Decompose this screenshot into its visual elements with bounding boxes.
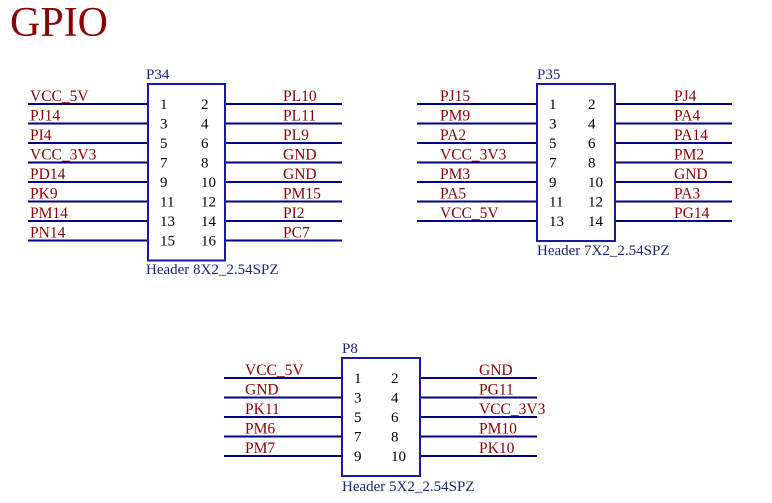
net-label-right: PA4 <box>674 108 700 125</box>
net-label-right: PC7 <box>283 225 310 242</box>
net-label-right: PL9 <box>283 127 309 144</box>
net-label-left: PK9 <box>30 186 58 203</box>
pin-number-right: 4 <box>201 117 209 133</box>
net-label-left: VCC_5V <box>440 205 499 222</box>
pin-number-right: 6 <box>588 136 596 152</box>
net-label-left: PJ15 <box>440 88 470 105</box>
net-label-right: PM2 <box>674 147 704 164</box>
pin-number-left: 5 <box>354 410 362 426</box>
net-label-left: PJ14 <box>30 108 60 125</box>
pin-number-right: 4 <box>588 117 596 133</box>
net-label-right: GND <box>479 362 513 379</box>
pin-number-right: 4 <box>391 391 399 407</box>
header-designator: P8 <box>342 341 358 357</box>
pin-number-left: 7 <box>354 430 362 446</box>
pin-number-left: 15 <box>160 234 175 250</box>
header-designator: P34 <box>146 67 170 83</box>
pin-number-right: 2 <box>391 371 399 387</box>
pin-number-left: 3 <box>160 117 168 133</box>
net-label-left: VCC_3V3 <box>440 147 507 164</box>
net-label-left: PM6 <box>245 421 275 438</box>
pin-number-right: 12 <box>201 195 216 211</box>
pin-number-right: 14 <box>201 214 217 230</box>
net-label-left: PM14 <box>30 205 68 222</box>
pin-number-left: 9 <box>549 175 557 191</box>
net-label-left: PN14 <box>30 225 66 242</box>
header-footprint: Header 5X2_2.54SPZ <box>342 479 474 495</box>
net-label-left: VCC_5V <box>30 88 89 105</box>
pin-number-right: 10 <box>391 449 406 465</box>
pin-number-right: 14 <box>588 214 604 230</box>
net-label-right: PI2 <box>283 205 305 222</box>
net-label-right: PG14 <box>674 205 710 222</box>
pin-number-right: 6 <box>391 410 399 426</box>
pin-number-right: 8 <box>588 156 596 172</box>
net-label-left: PM9 <box>440 108 470 125</box>
pin-number-left: 11 <box>549 195 563 211</box>
net-label-right: GND <box>674 166 708 183</box>
pin-number-right: 10 <box>588 175 603 191</box>
net-label-left: PK11 <box>245 401 280 418</box>
net-label-right: PG11 <box>479 382 514 399</box>
pin-number-left: 11 <box>160 195 174 211</box>
pin-number-right: 8 <box>391 430 399 446</box>
net-label-left: PA5 <box>440 186 466 203</box>
net-label-right: GND <box>283 166 317 183</box>
pin-number-left: 1 <box>354 371 362 387</box>
pin-number-right: 10 <box>201 175 216 191</box>
page-title: GPIO <box>10 0 108 46</box>
pin-number-right: 6 <box>201 136 209 152</box>
pin-number-left: 13 <box>160 214 175 230</box>
pin-number-left: 9 <box>354 449 362 465</box>
net-label-right: PL10 <box>283 88 317 105</box>
pin-number-left: 7 <box>549 156 557 172</box>
net-label-right: PM15 <box>283 186 321 203</box>
net-label-right: PM10 <box>479 421 517 438</box>
pin-number-left: 1 <box>160 97 168 113</box>
net-label-left: VCC_3V3 <box>30 147 97 164</box>
pin-number-right: 16 <box>201 234 217 250</box>
header-body <box>536 83 616 242</box>
pin-number-left: 7 <box>160 156 168 172</box>
pin-number-right: 2 <box>201 97 209 113</box>
net-label-right: PJ4 <box>674 88 697 105</box>
pin-number-right: 2 <box>588 97 596 113</box>
net-label-left: GND <box>245 382 279 399</box>
net-label-right: VCC_3V3 <box>479 401 546 418</box>
pin-number-left: 9 <box>160 175 168 191</box>
pin-number-left: 3 <box>354 391 362 407</box>
pin-number-left: 5 <box>160 136 168 152</box>
net-label-right: PA14 <box>674 127 708 144</box>
pin-number-right: 12 <box>588 195 603 211</box>
header-footprint: Header 7X2_2.54SPZ <box>537 243 669 259</box>
net-label-right: PL11 <box>283 108 316 125</box>
net-label-left: PD14 <box>30 166 66 183</box>
header-designator: P35 <box>537 67 560 83</box>
header-body <box>341 357 421 477</box>
net-label-right: PA3 <box>674 186 700 203</box>
pin-number-left: 13 <box>549 214 564 230</box>
pin-number-left: 3 <box>549 117 557 133</box>
net-label-right: GND <box>283 147 317 164</box>
net-label-left: PA2 <box>440 127 466 144</box>
header-footprint: Header 8X2_2.54SPZ <box>146 262 278 278</box>
pin-number-left: 5 <box>549 136 557 152</box>
net-label-right: PK10 <box>479 440 515 457</box>
pin-number-right: 8 <box>201 156 209 172</box>
net-label-left: PI4 <box>30 127 52 144</box>
net-label-left: PM7 <box>245 440 275 457</box>
net-label-left: PM3 <box>440 166 470 183</box>
header-body <box>147 83 226 262</box>
pin-number-left: 1 <box>549 97 557 113</box>
net-label-left: VCC_5V <box>245 362 304 379</box>
